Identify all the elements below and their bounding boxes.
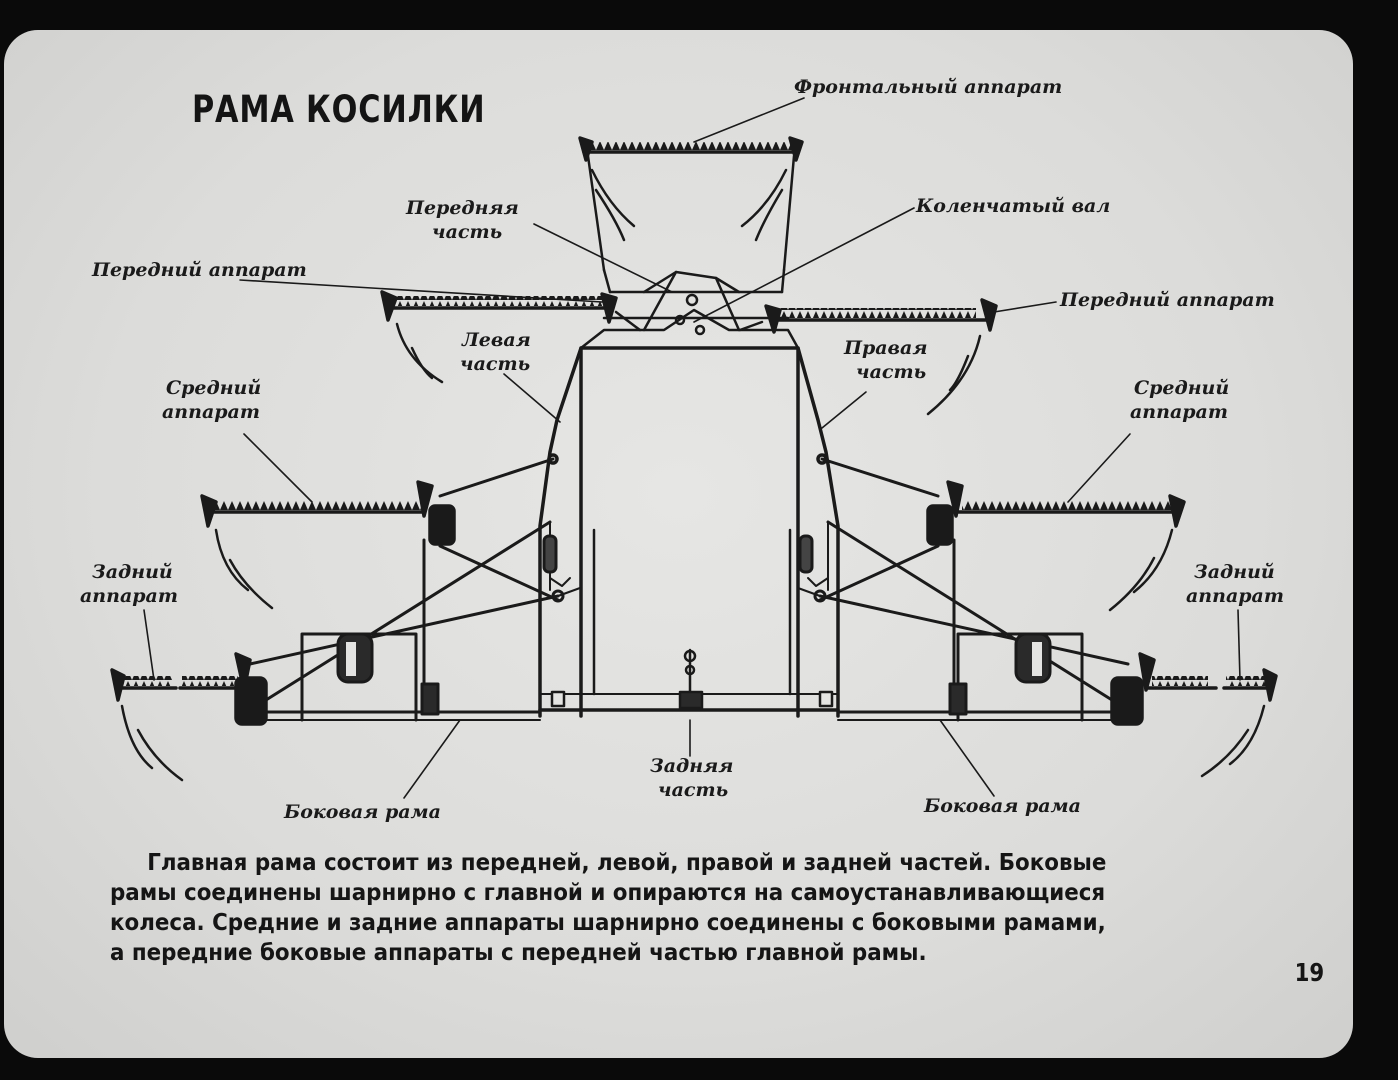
label-rear-apparatus-right-line2: аппарат bbox=[1186, 585, 1284, 607]
description-line: колеса. Средние и задние аппараты шарнир… bbox=[110, 910, 1106, 936]
slide: РАМА КОСИЛКИ Фронтальный аппарат Передня… bbox=[4, 30, 1353, 1058]
label-left-part-line2: часть bbox=[460, 353, 531, 375]
label-crankshaft: Коленчатый вал bbox=[916, 195, 1111, 217]
label-right-part-line1: Правая bbox=[844, 337, 928, 359]
label-middle-apparatus-left-line2: аппарат bbox=[162, 401, 260, 423]
label-front-apparatus-left: Передний аппарат bbox=[92, 259, 307, 281]
label-rear-part-line2: часть bbox=[658, 779, 729, 801]
label-middle-apparatus-right-line2: аппарат bbox=[1130, 401, 1228, 423]
label-rear-apparatus-left-line2: аппарат bbox=[80, 585, 178, 607]
label-middle-apparatus-left-line1: Средний bbox=[166, 377, 262, 399]
label-front-apparatus-right: Передний аппарат bbox=[1060, 289, 1275, 311]
middle-left-cutter-bar bbox=[200, 480, 456, 610]
label-rear-part-line1: Задняя bbox=[650, 755, 734, 777]
label-front-part-line1: Передняя bbox=[406, 197, 519, 219]
rear-right-cutter-bar bbox=[1110, 652, 1278, 778]
front-left-cutter-bar bbox=[380, 290, 642, 384]
label-right-part-line2: часть bbox=[856, 361, 927, 383]
page-number: 19 bbox=[1294, 958, 1325, 987]
description-line: а передние боковые аппараты с передней ч… bbox=[110, 940, 927, 966]
label-middle-apparatus-right-line1: Средний bbox=[1134, 377, 1230, 399]
front-part-linkage bbox=[579, 270, 800, 350]
side-frame-right bbox=[797, 457, 1130, 722]
label-side-frame-right: Боковая рама bbox=[924, 795, 1081, 817]
label-front-part-line2: часть bbox=[432, 221, 503, 243]
mower-frame-diagram bbox=[110, 97, 1278, 799]
leader-lines bbox=[143, 97, 1241, 799]
description-text: Главная рама состоит из передней, левой,… bbox=[110, 848, 1189, 968]
front-right-cutter-bar bbox=[738, 298, 998, 416]
description-line: рамы соединены шарнирно с главной и опир… bbox=[110, 880, 1106, 906]
rear-part-gearbox bbox=[550, 528, 834, 712]
frontal-cutter-bar bbox=[578, 136, 804, 294]
page-title: РАМА КОСИЛКИ bbox=[192, 88, 486, 131]
middle-right-cutter-bar bbox=[926, 480, 1186, 612]
label-side-frame-left: Боковая рама bbox=[284, 801, 441, 823]
label-left-part-line1: Левая bbox=[462, 329, 531, 351]
description-line: Главная рама состоит из передней, левой,… bbox=[147, 850, 1107, 876]
side-frame-left bbox=[248, 457, 581, 722]
label-rear-apparatus-right-line1: Задний bbox=[1194, 561, 1275, 583]
label-frontal-apparatus: Фронтальный аппарат bbox=[794, 76, 1063, 98]
rear-left-cutter-bar bbox=[110, 652, 268, 782]
label-rear-apparatus-left-line1: Задний bbox=[92, 561, 173, 583]
